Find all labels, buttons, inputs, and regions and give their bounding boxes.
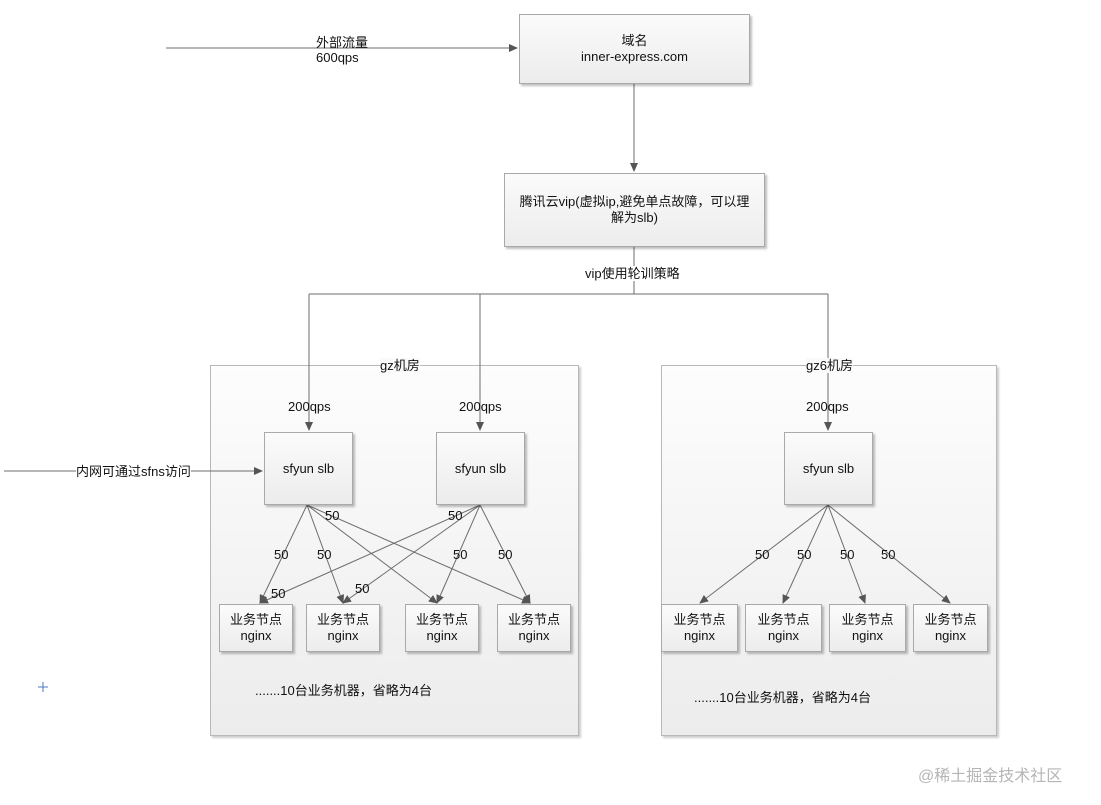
edge-weight-label: 50 — [881, 547, 896, 562]
slb-box: sfyun slb — [784, 432, 873, 505]
internal-access-label: 内网可通过sfns访问 — [76, 464, 191, 479]
vip-strategy-label: vip使用轮训策略 — [585, 266, 680, 281]
slb2-edge — [259, 504, 481, 604]
external-traffic-title: 外部流量 — [316, 35, 369, 50]
slb2-edge — [436, 504, 481, 604]
slb3-edge — [827, 504, 951, 604]
crosshair-icon — [38, 682, 48, 692]
slb2-qps-label: 200qps — [459, 399, 502, 414]
node-title: 业务节点 — [507, 612, 560, 627]
business-node-box: 业务节点 nginx — [306, 604, 380, 652]
slb-label: sfyun slb — [282, 460, 335, 476]
edge-weight-label: 50 — [274, 547, 289, 562]
edge-weight-label: 50 — [448, 508, 463, 523]
edge-weight-label: 50 — [317, 547, 332, 562]
slb-label: sfyun slb — [802, 460, 855, 476]
node-title: 业务节点 — [673, 612, 726, 627]
node-service: nginx — [426, 628, 458, 643]
vip-box: 腾讯云vip(虚拟ip,避免单点故障，可以理 解为slb) — [504, 173, 765, 247]
slb-label: sfyun slb — [454, 460, 507, 476]
slb3-edge — [782, 504, 829, 604]
external-traffic-label: 外部流量 600qps — [316, 35, 368, 65]
domain-box: 域名 inner-express.com — [519, 14, 750, 84]
edge-weight-label: 50 — [797, 547, 812, 562]
business-node-box: 业务节点 nginx — [745, 604, 822, 652]
node-title: 业务节点 — [415, 612, 468, 627]
business-node-box: 业务节点 nginx — [829, 604, 906, 652]
slb-box: sfyun slb — [264, 432, 353, 505]
business-node-box: 业务节点 nginx — [913, 604, 988, 652]
gz6-room-footer: .......10台业务机器，省略为4台 — [694, 690, 871, 705]
edge-weight-label: 50 — [498, 547, 513, 562]
gz6-room-title: gz6机房 — [806, 358, 853, 373]
node-service: nginx — [518, 628, 550, 643]
slb-box: sfyun slb — [436, 432, 525, 505]
business-node-box: 业务节点 nginx — [497, 604, 571, 652]
slb2-edge — [342, 504, 481, 604]
slb1-qps-label: 200qps — [288, 399, 331, 414]
edge-weight-label: 50 — [355, 581, 370, 596]
domain-box-host: inner-express.com — [581, 49, 688, 64]
business-node-box: 业务节点 nginx — [661, 604, 738, 652]
edge-weight-label: 50 — [271, 586, 286, 601]
slb3-edge — [699, 504, 829, 604]
node-title: 业务节点 — [841, 612, 894, 627]
slb3-qps-label: 200qps — [806, 399, 849, 414]
node-service: nginx — [767, 628, 800, 643]
business-node-box: 业务节点 nginx — [405, 604, 479, 652]
edge-weight-label: 50 — [453, 547, 468, 562]
vip-box-line2: 解为slb) — [611, 210, 658, 225]
watermark: @稀土掘金技术社区 — [918, 768, 1063, 785]
node-title: 业务节点 — [757, 612, 810, 627]
slb1-edge — [306, 504, 344, 604]
slb1-edge — [306, 504, 438, 604]
node-title: 业务节点 — [229, 612, 282, 627]
node-service: nginx — [327, 628, 359, 643]
node-service: nginx — [240, 628, 272, 643]
domain-box-title: 域名 — [621, 33, 648, 48]
gz-room-title: gz机房 — [380, 358, 420, 373]
node-title: 业务节点 — [316, 612, 369, 627]
slb3-edge — [827, 504, 866, 604]
gz-room-footer: .......10台业务机器，省略为4台 — [255, 683, 432, 698]
vip-box-line1: 腾讯云vip(虚拟ip,避免单点故障，可以理 — [519, 194, 750, 209]
edge-weight-label: 50 — [840, 547, 855, 562]
edge-weight-label: 50 — [325, 508, 340, 523]
slb1-edge — [259, 504, 308, 604]
node-title: 业务节点 — [924, 612, 977, 627]
gz-room-container — [210, 365, 579, 736]
slb2-edge — [479, 504, 531, 604]
node-service: nginx — [934, 628, 967, 643]
external-traffic-qps: 600qps — [316, 50, 359, 65]
edge-weight-label: 50 — [755, 547, 770, 562]
slb1-edge — [306, 504, 531, 604]
node-service: nginx — [851, 628, 884, 643]
node-service: nginx — [683, 628, 716, 643]
business-node-box: 业务节点 nginx — [219, 604, 293, 652]
